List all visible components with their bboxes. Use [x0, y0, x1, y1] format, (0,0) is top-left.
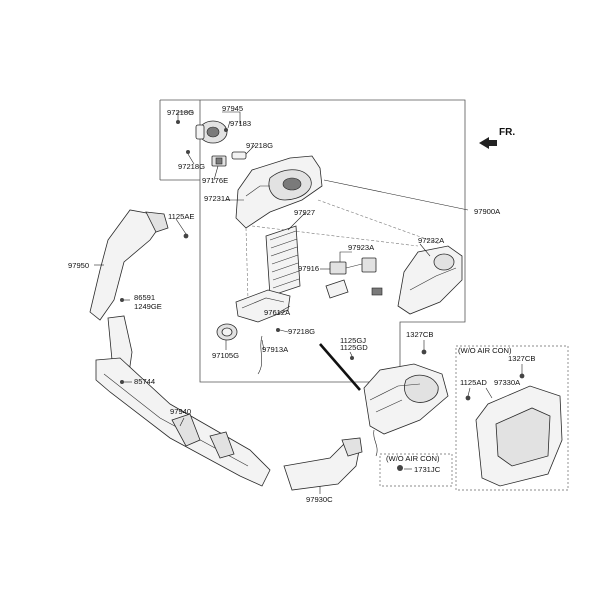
- main-assembly-frame: [199, 99, 466, 383]
- label-97950: 97950: [68, 261, 89, 270]
- guide-line: [245, 227, 249, 301]
- label-85744: 85744: [134, 377, 155, 386]
- label-97183: 97183: [230, 119, 251, 128]
- label-86591: 86591: [134, 293, 155, 302]
- label-97176e: 97176E: [202, 176, 228, 185]
- label-1731jc: 1731JC: [414, 465, 441, 474]
- drain-tray: [235, 289, 291, 323]
- label-97218g-left: 97218G: [178, 162, 205, 171]
- label-1249ge: 1249GE: [134, 302, 162, 311]
- label-97945: 97945: [222, 104, 243, 113]
- label-97900a: 97900A: [474, 207, 501, 216]
- cover-97330a: [475, 385, 563, 487]
- blower-housing: [235, 155, 323, 229]
- label-1125gj: 1125GJ: [340, 336, 366, 345]
- duct-gasket: [231, 151, 247, 160]
- heater-core: [265, 225, 301, 297]
- hvac-case-right: [397, 245, 463, 315]
- rear-duct: [283, 437, 363, 491]
- label-1125ae: 1125AE: [168, 212, 194, 221]
- label-97218g-mid: 97218G: [246, 141, 273, 150]
- label-97923a: 97923A: [348, 243, 375, 252]
- label-wo-air-con-right: (W/O AIR CON): [458, 346, 512, 355]
- label-97105g: 97105G: [212, 351, 239, 360]
- mode-actuator: [325, 257, 383, 299]
- label-97218g-top: 97218G: [167, 108, 194, 117]
- label-wo-air-con-bottom: (W/O AIR CON): [386, 454, 440, 463]
- hvac-unit-assembly: [363, 363, 449, 457]
- guide-line: [251, 225, 419, 247]
- floor-duct-long: [95, 357, 271, 487]
- label-1125ad: 1125AD: [460, 378, 487, 387]
- wo-air-con-box-right: [455, 345, 569, 491]
- label-97612a: 97612A: [264, 308, 291, 317]
- front-direction-label: FR.: [499, 127, 515, 138]
- label-1327cb-a: 1327CB: [406, 330, 433, 339]
- blower-resistor: [211, 155, 227, 167]
- label-97927: 97927: [294, 208, 315, 217]
- label-1125gd: 1125GD: [340, 343, 368, 352]
- label-97231a: 97231A: [204, 194, 231, 203]
- label-97330a: 97330A: [494, 378, 521, 387]
- label-97940: 97940: [170, 407, 191, 416]
- assembly-pointer: [319, 343, 361, 391]
- blower-motor: [195, 120, 228, 144]
- label-97916: 97916: [298, 264, 319, 273]
- label-97930c: 97930C: [306, 495, 333, 504]
- label-97913a: 97913A: [262, 345, 289, 354]
- floor-duct-left: [89, 209, 169, 321]
- drain-hose: [216, 323, 263, 375]
- label-97218g-low: 97218G: [288, 327, 315, 336]
- wo-air-con-box-bottom: [379, 453, 453, 487]
- leader-lines: [94, 111, 523, 494]
- guide-line: [317, 199, 441, 245]
- label-97232a: 97232A: [418, 236, 445, 245]
- label-1327cb-b: 1327CB: [508, 354, 535, 363]
- front-direction-indicator: FR.: [479, 127, 515, 149]
- front-arrow-icon: [479, 137, 497, 149]
- fastener-icons: [120, 120, 525, 471]
